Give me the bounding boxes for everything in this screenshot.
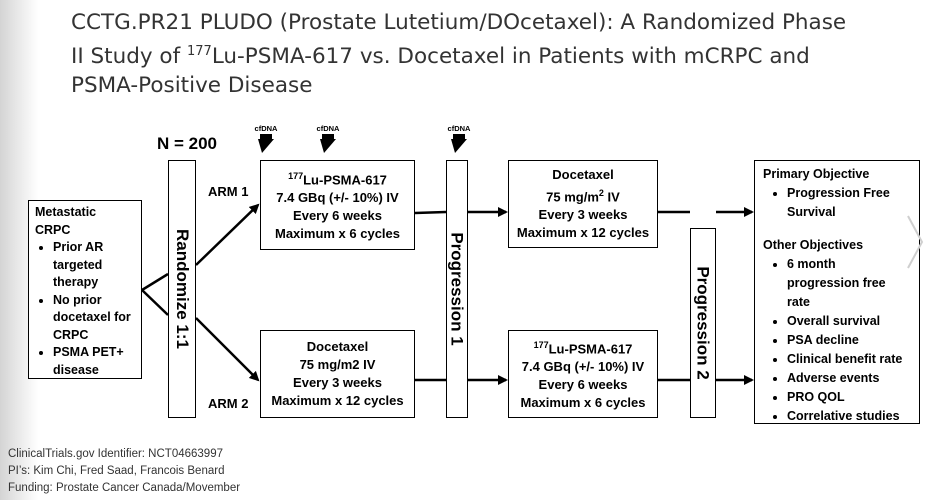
- randomize-label: Randomize 1:1: [173, 229, 193, 349]
- arm1-max-cycles: Maximum x 6 cycles: [274, 226, 401, 242]
- funding-source: Funding: Prostate Cancer Canada/Movember: [8, 482, 241, 494]
- slide-footer: ClinicalTrials.gov Identifier: NCT046639…: [8, 446, 240, 497]
- cfdna-arrow-1-stem: [260, 134, 272, 140]
- title-superscript: 177: [186, 44, 212, 59]
- arm2-schedule: Every 3 weeks: [293, 375, 382, 390]
- arm2-crossover-dose: 7.4 GBq (+/- 10%) IV: [521, 359, 645, 375]
- arm2-crossover-max: Maximum x 6 cycles: [520, 395, 646, 411]
- arm1-drug-text: Lu-PSMA-617: [303, 172, 387, 188]
- other-objective-item: 6 month progression free rate: [787, 255, 911, 312]
- eligibility-item: No prior docetaxel for CRPC: [53, 292, 135, 345]
- principal-investigators: PI’s: Kim Chi, Fred Saad, Francois Benar…: [8, 465, 225, 477]
- arm1-crossover-dose: 75 mg/m2 IV: [509, 184, 657, 206]
- other-objective-item: PRO QOL: [787, 388, 911, 407]
- connector-eligibility-to-randomize-lower: [141, 289, 169, 316]
- other-objective-item: PSA decline: [787, 331, 911, 350]
- chevron-right-icon[interactable]: [904, 212, 926, 272]
- primary-objective-header: Primary Objective: [763, 167, 870, 181]
- title-line-3: PSMA-Positive Disease: [71, 73, 313, 99]
- connector-arm1-to-progression1: [414, 210, 447, 215]
- arm1-treatment-box: 177Lu-PSMA-617 7.4 GBq (+/- 10%) IV Ever…: [260, 160, 415, 250]
- eligibility-item: PSMA PET+ disease: [53, 344, 135, 379]
- progression2-label: Progression 2: [694, 266, 713, 380]
- cfdna-label-3: cfDNA: [447, 124, 471, 133]
- title-line-2-post: Lu-PSMA-617 vs. Docetaxel in Patients wi…: [211, 44, 810, 70]
- title-line-2-pre: II Study of: [71, 44, 187, 70]
- arm1-crossover-dose-post: IV: [603, 189, 620, 205]
- arm1-drug-sup: 177: [288, 170, 304, 181]
- other-objective-item: Correlative studies: [787, 407, 911, 426]
- arm1-crossover-schedule: Every 3 weeks: [538, 207, 628, 223]
- primary-objective-item: Progression Free Survival: [787, 184, 911, 222]
- arm2-crossover-drug: 177Lu-PSMA-617: [509, 336, 657, 358]
- randomize-box: Randomize 1:1: [168, 160, 196, 418]
- arm2-dose: 75 mg/m2 IV: [299, 357, 376, 372]
- cfdna-label-2: cfDNA: [316, 124, 340, 133]
- objectives-box: Primary Objective Progression Free Survi…: [754, 160, 920, 424]
- slide-title: CCTG.PR21 PLUDO (Prostate Lutetium/DOcet…: [71, 8, 891, 100]
- arm1-crossover-dose-pre: 75 mg/m: [546, 189, 599, 205]
- arm1-schedule: Every 6 weeks: [293, 208, 382, 224]
- arm1-crossover-box: Docetaxel 75 mg/m2 IV Every 3 weeks Maxi…: [508, 160, 658, 248]
- sample-size-label: N = 200: [157, 134, 218, 153]
- other-objective-item: Adverse events: [787, 369, 911, 388]
- cfdna-arrow-2-stem: [322, 134, 334, 140]
- arm1-label: ARM 1: [208, 184, 249, 199]
- cfdna-arrow-1: [258, 134, 274, 153]
- arm1-drug-name: 177Lu-PSMA-617: [261, 167, 414, 189]
- progression1-label: Progression 1: [448, 232, 467, 346]
- arm2-max-cycles: Maximum x 12 cycles: [271, 393, 404, 408]
- arm2-crossover-drug-text: Lu-PSMA-617: [548, 341, 633, 357]
- arm1-crossover-drug: Docetaxel: [552, 166, 614, 182]
- arrow-to-arm2: [195, 317, 260, 382]
- eligibility-item: Prior AR targeted therapy: [53, 239, 135, 292]
- arm2-drug-name: Docetaxel: [306, 339, 369, 354]
- eligibility-box: Metastatic CRPC Prior AR targeted therap…: [28, 200, 142, 379]
- other-objective-item: Overall survival: [787, 312, 911, 331]
- progression2-box: Progression 2: [690, 228, 716, 418]
- cfdna-arrow-3-stem: [453, 134, 465, 140]
- title-line-2: II Study of 177Lu-PSMA-617 vs. Docetaxel…: [71, 37, 891, 71]
- other-objective-item: Clinical benefit rate: [787, 350, 911, 369]
- trial-identifier: ClinicalTrials.gov Identifier: NCT046639…: [8, 448, 223, 460]
- arm2-treatment-box: Docetaxel 75 mg/m2 IV Every 3 weeks Maxi…: [260, 330, 415, 418]
- arm2-crossover-drug-sup: 177: [533, 339, 549, 350]
- cfdna-arrow-2: [320, 134, 336, 153]
- cfdna-arrow-3: [451, 134, 467, 153]
- other-objectives-header: Other Objectives: [763, 238, 864, 252]
- progression1-box: Progression 1: [446, 160, 468, 418]
- cfdna-label-1: cfDNA: [254, 124, 278, 133]
- arm1-crossover-dose-sup: 2: [598, 187, 604, 198]
- arm2-crossover-box: 177Lu-PSMA-617 7.4 GBq (+/- 10%) IV Ever…: [508, 330, 658, 418]
- arm1-crossover-max: Maximum x 12 cycles: [516, 225, 650, 241]
- title-line-1: CCTG.PR21 PLUDO (Prostate Lutetium/DOcet…: [71, 10, 847, 35]
- arm2-crossover-schedule: Every 6 weeks: [538, 377, 628, 393]
- arrow-to-arm1: [195, 203, 260, 266]
- connector-eligibility-to-randomize: [141, 272, 169, 292]
- arm2-label: ARM 2: [208, 396, 249, 411]
- arm1-dose: 7.4 GBq (+/- 10%) IV: [276, 190, 399, 206]
- eligibility-header: Metastatic CRPC: [35, 205, 97, 237]
